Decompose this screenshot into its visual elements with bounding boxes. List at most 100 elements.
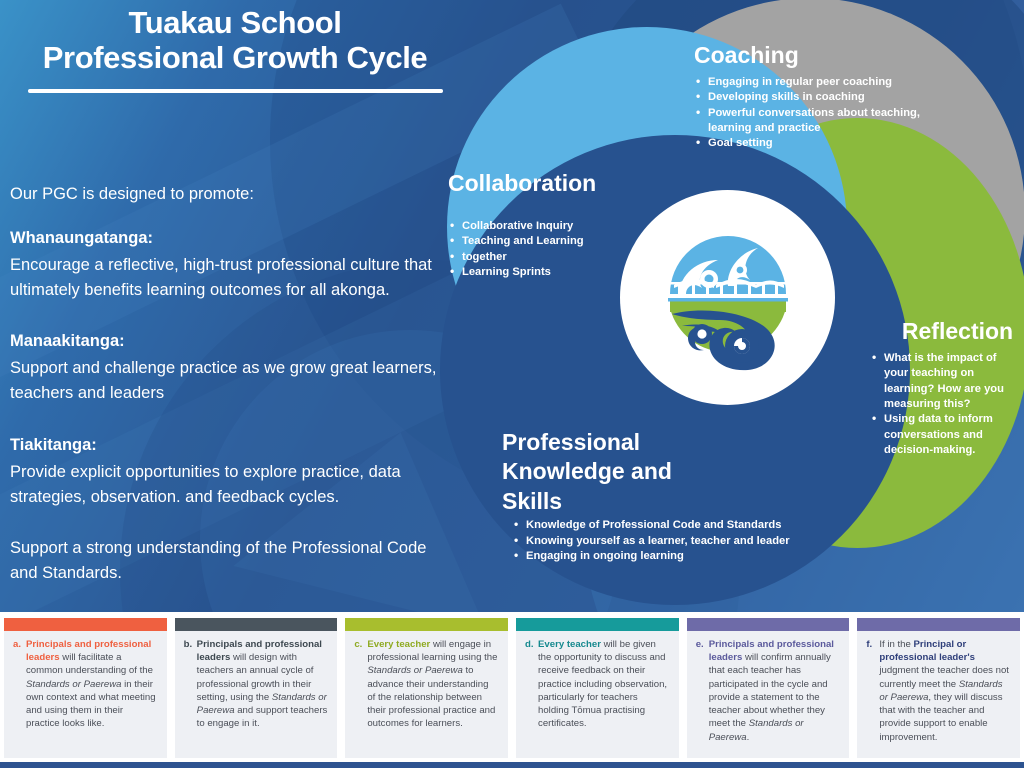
- card-body: a. Principals and professional leaders wi…: [4, 631, 167, 737]
- list-item: Using data to inform: [870, 411, 1024, 427]
- copy-term-manaakitanga: Manaakitanga:: [10, 332, 125, 351]
- collaboration-bullet-list: Collaborative Inquiry Teaching and Learn…: [448, 218, 658, 280]
- copy-spacer: [10, 411, 442, 433]
- growth-cycle-diagram: Coaching Engaging in regular peer coachi…: [430, 0, 1024, 612]
- professional-knowledge-heading: Professional Knowledge and Skills: [502, 428, 802, 516]
- card-italic-term: Standards or Paerewa: [879, 678, 1003, 703]
- list-item: Teaching and Learning: [448, 233, 658, 249]
- card-rest-text: will design with teachers an annual cycl…: [196, 652, 314, 703]
- copy-term-tiakitanga: Tiakitanga:: [10, 435, 97, 454]
- card-text: If in the Principal or professional lead…: [879, 638, 1011, 744]
- card-italic-term: Standards or Paerewa: [26, 678, 122, 690]
- card-letter: d.: [525, 639, 534, 650]
- list-item: What is the impact of: [870, 350, 1024, 366]
- list-item: together: [448, 249, 658, 265]
- copy-closing: Support a strong understanding of the Pr…: [10, 538, 427, 582]
- list-item: Goal setting: [694, 135, 964, 151]
- list-item-continuation: learning? How are you: [884, 382, 1004, 395]
- card-accent-bar: [516, 618, 679, 631]
- card-accent-bar: [857, 618, 1021, 631]
- card-lead-phrase: Principals and professional leaders: [708, 639, 834, 664]
- coaching-bullet-list: Engaging in regular peer coaching Develo…: [694, 74, 964, 151]
- list-item-continuation: learning and practice: [708, 122, 821, 135]
- card-lead-phrase: Every teacher: [538, 639, 601, 650]
- card-rest-text: to advance their understanding of the re…: [367, 665, 496, 730]
- copy-text-manaakitanga: Support and challenge practice as we gro…: [10, 359, 437, 403]
- coaching-heading: Coaching: [694, 42, 799, 68]
- card-text: Principals and professional leaders will…: [197, 638, 329, 731]
- requirement-card: c. Every teacher will engage in professio…: [345, 618, 509, 758]
- requirement-card: b.Principals and professional leaders wi…: [174, 618, 338, 758]
- card-rest-text: will be given the opportunity to discuss…: [538, 639, 668, 730]
- coaching-label-group: Coaching Engaging in regular peer coachi…: [694, 42, 964, 152]
- card-letter: f.: [866, 639, 873, 650]
- card-text: Every teacher will engage in professiona…: [367, 638, 499, 731]
- list-item: Developing skills in coaching: [694, 89, 964, 105]
- card-lead-phrase: Principals and professional leaders: [196, 639, 322, 664]
- card-body: b.Principals and professional leaders wi…: [175, 631, 338, 737]
- copy-term-whanaungatanga: Whanaungatanga:: [10, 229, 153, 248]
- list-item: Engaging in regular peer coaching: [694, 74, 964, 90]
- card-rest-text: will confirm annually that each teacher …: [708, 652, 831, 730]
- list-item: Knowing yourself as a learner, teacher a…: [502, 533, 802, 549]
- professional-knowledge-bullet-list: Knowledge of Professional Code and Stand…: [502, 517, 802, 564]
- card-body: f. If in the Principal or professional le…: [857, 631, 1020, 750]
- requirements-card-row: a. Principals and professional leaders wi…: [0, 612, 1024, 768]
- reflection-bullet-list: What is the impact of your teaching on l…: [870, 350, 1024, 457]
- card-text: Principals and professional leaders will…: [26, 638, 158, 731]
- page-title-line-2: Professional Growth Cycle: [42, 39, 428, 75]
- copy-spacer: [10, 514, 442, 536]
- list-item-continuation: your teaching on: [884, 367, 975, 380]
- card-italic-term: Standards or Paerewa: [708, 718, 804, 743]
- card-letter: a.: [13, 639, 22, 650]
- reflection-label-group: Reflection What is the impact of your te…: [870, 318, 1024, 458]
- card-body: c. Every teacher will engage in professio…: [345, 631, 508, 737]
- professional-knowledge-heading-line-3: Skills: [502, 487, 563, 514]
- copy-text-whanaungatanga: Encourage a reflective, high-trust profe…: [10, 256, 432, 300]
- requirement-card: f. If in the Principal or professional le…: [857, 618, 1021, 758]
- card-lead-phrase: Principals and professional leaders: [26, 639, 152, 664]
- card-rest-text: .: [746, 731, 750, 743]
- left-copy-column: Our PGC is designed to promote: Whanaung…: [10, 182, 442, 590]
- list-item-continuation: decision-making.: [884, 444, 976, 457]
- card-letter: e.: [695, 639, 704, 650]
- card-rest-text: , they will discuss that with the teache…: [879, 691, 1003, 743]
- professional-knowledge-label-group: Professional Knowledge and Skills Knowle…: [502, 428, 802, 564]
- card-text: Principals and professional leaders will…: [709, 638, 841, 744]
- card-body: e. Principals and professional leaders wi…: [687, 631, 850, 750]
- professional-knowledge-heading-line-1: Professional: [502, 429, 641, 455]
- card-lead-phrase: Every teacher: [367, 639, 431, 650]
- list-item: Learning Sprints: [448, 264, 658, 280]
- card-body: d. Every teacher will be given the opport…: [516, 631, 679, 737]
- card-rest-text: will facilitate a common understanding o…: [26, 652, 153, 677]
- requirement-card: d. Every teacher will be given the opport…: [516, 618, 679, 758]
- card-accent-bar: [686, 618, 850, 631]
- card-letter: c.: [354, 639, 363, 650]
- requirement-card: a. Principals and professional leaders wi…: [4, 618, 167, 758]
- list-item: Powerful conversations about teaching,: [694, 105, 964, 121]
- collaboration-label-group: Collaboration Collaborative Inquiry Teac…: [448, 170, 658, 280]
- card-letter: b.: [183, 639, 193, 650]
- bottom-strip: [0, 762, 1024, 768]
- poster-header: Tuakau School Professional Growth Cycle: [0, 0, 470, 94]
- reflection-heading: Reflection: [901, 318, 1014, 344]
- copy-text-tiakitanga: Provide explicit opportunities to explor…: [10, 462, 401, 506]
- list-item: Knowledge of Professional Code and Stand…: [502, 517, 802, 533]
- title-divider: [27, 89, 443, 94]
- card-italic-term: Standards or Paerewa: [367, 665, 463, 677]
- page-title-line-1: Tuakau School: [128, 5, 342, 40]
- requirement-card: e. Principals and professional leaders wi…: [686, 618, 850, 758]
- copy-lead: Our PGC is designed to promote:: [10, 185, 254, 203]
- card-accent-bar: [4, 618, 167, 631]
- tuakau-school-bridge-koru-logo: [662, 222, 794, 372]
- card-rest-text: judgment the teacher does not currently …: [879, 665, 1009, 690]
- collaboration-heading: Collaboration: [448, 170, 597, 196]
- copy-spacer: [10, 307, 442, 329]
- list-item: Engaging in ongoing learning: [502, 548, 802, 564]
- card-accent-bar: [345, 618, 509, 631]
- card-lead-phrase: Principal or professional leader's: [879, 639, 975, 664]
- professional-knowledge-heading-line-2: Knowledge and: [502, 458, 672, 485]
- card-rest-text: in their own context and what meeting an…: [26, 678, 156, 730]
- card-lead-prefix: If in the: [879, 639, 914, 650]
